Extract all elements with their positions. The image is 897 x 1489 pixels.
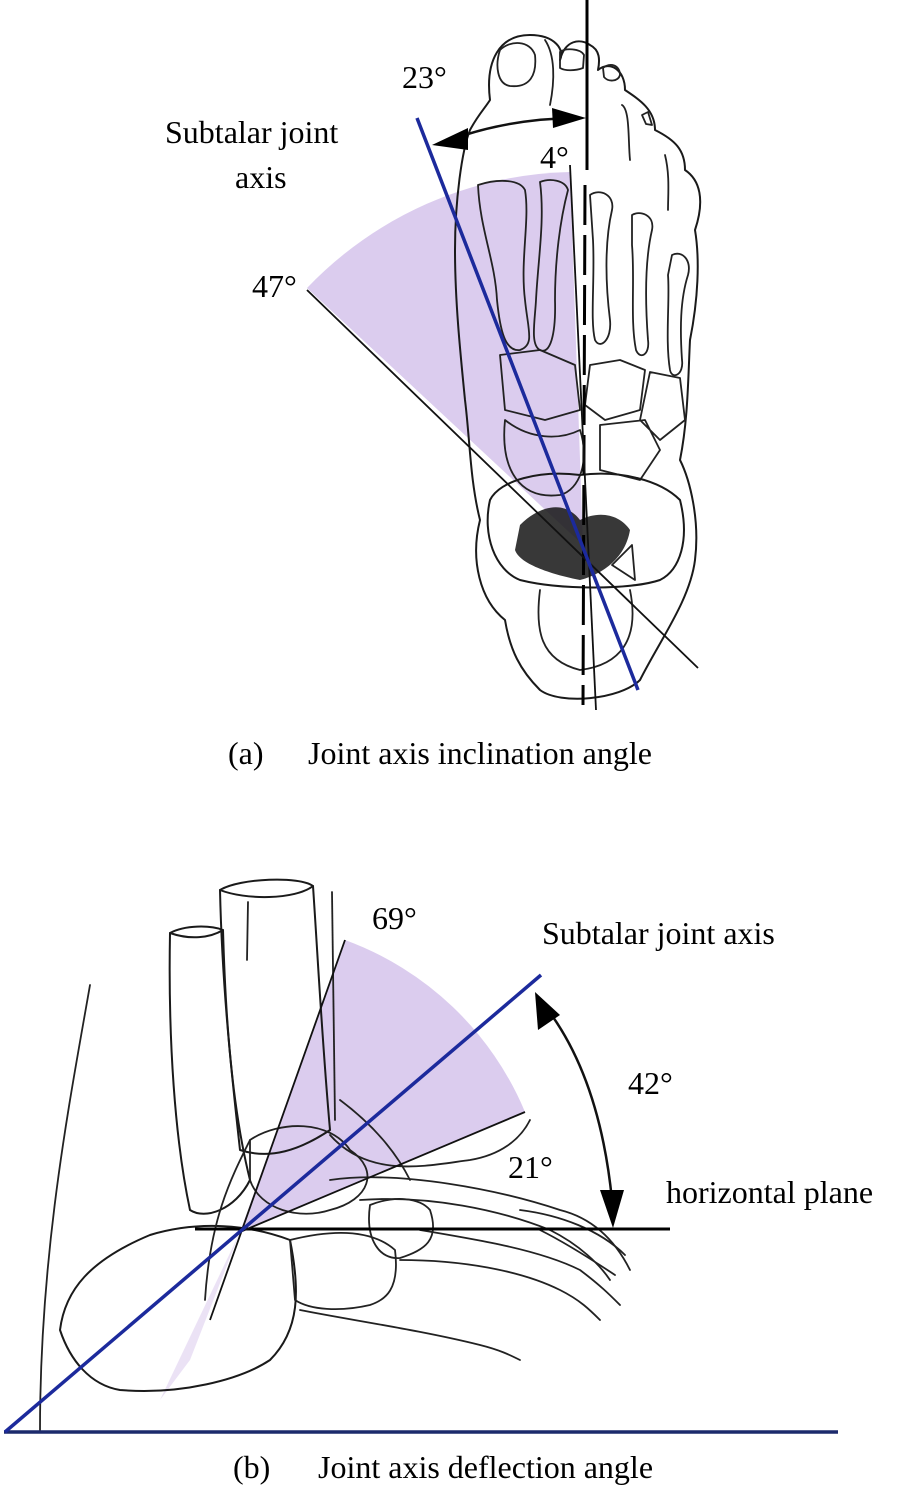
subtalar-axis-line-b	[3, 973, 543, 1434]
toe-crease	[621, 104, 631, 161]
leg-skin-outline	[39, 984, 91, 1431]
navicular	[289, 1231, 397, 1310]
label-mean-angle-a: 23°	[402, 59, 447, 95]
min-angle-line-b	[239, 1111, 526, 1233]
label-axis-a-line2: axis	[235, 159, 287, 195]
tibia-inner	[246, 901, 249, 961]
heel-dark-mass	[515, 507, 630, 580]
range-sector-a	[307, 172, 583, 545]
toe-lines	[519, 1209, 626, 1276]
talus	[249, 1125, 369, 1215]
toe-crease	[664, 154, 670, 211]
metatarsal	[532, 179, 569, 352]
ankle-lines	[204, 1099, 531, 1301]
label-max-angle-b: 69°	[372, 900, 417, 936]
max-angle-line-a	[306, 289, 699, 669]
heel-lower	[537, 589, 634, 671]
metatarsal	[477, 179, 531, 351]
caption-text-b: Joint axis deflection angle	[318, 1449, 653, 1485]
label-min-angle-a: 4°	[540, 139, 569, 175]
tarsal-bones	[499, 349, 686, 497]
panel-b: 69° Subtalar joint axis 42° 21° horizont…	[3, 878, 873, 1485]
caption-text-a: Joint axis inclination angle	[308, 735, 652, 771]
fibula	[168, 925, 251, 1215]
panel-a: 23° Subtalar joint axis 4° 47° (a) Joint…	[165, 0, 702, 771]
calcaneus	[59, 1224, 297, 1392]
metatarsal	[589, 191, 614, 345]
range-sector-b	[240, 940, 525, 1232]
toenail-2	[559, 48, 585, 72]
heel-bone	[486, 472, 685, 589]
toenail-big	[496, 42, 537, 87]
metatarsals-side	[299, 1176, 631, 1361]
caption-tag-a: (a)	[228, 735, 264, 771]
label-axis-a-line1: Subtalar joint	[165, 114, 338, 150]
label-max-angle-a: 47°	[252, 268, 297, 304]
arrowhead-up	[535, 992, 560, 1030]
subtalar-axis-line-a	[415, 117, 640, 691]
label-axis-b: Subtalar joint axis	[542, 915, 775, 951]
fibula-top	[169, 929, 224, 939]
metatarsal	[631, 212, 654, 357]
toenail-3	[602, 64, 621, 82]
arrowhead-right	[552, 108, 586, 128]
tibia-top	[219, 885, 314, 898]
label-horizontal-plane: horizontal plane	[666, 1174, 873, 1210]
min-angle-line-a	[569, 164, 597, 711]
heel-triangle	[611, 544, 636, 581]
arrowhead-down	[600, 1190, 624, 1228]
toe-crease	[544, 39, 555, 106]
foot-outline-a	[454, 34, 702, 700]
angle-arc-42	[546, 1009, 614, 1201]
caption-tag-b: (b)	[233, 1449, 270, 1485]
arrowhead-left	[432, 128, 468, 150]
label-mean-angle-b: 42°	[628, 1065, 673, 1101]
max-angle-line-b	[209, 939, 346, 1321]
metatarsal	[666, 252, 690, 377]
leg-line	[331, 891, 336, 1121]
toenail-4	[641, 111, 653, 126]
label-min-angle-b: 21°	[508, 1149, 553, 1185]
range-sector-b-lower	[160, 1232, 240, 1400]
